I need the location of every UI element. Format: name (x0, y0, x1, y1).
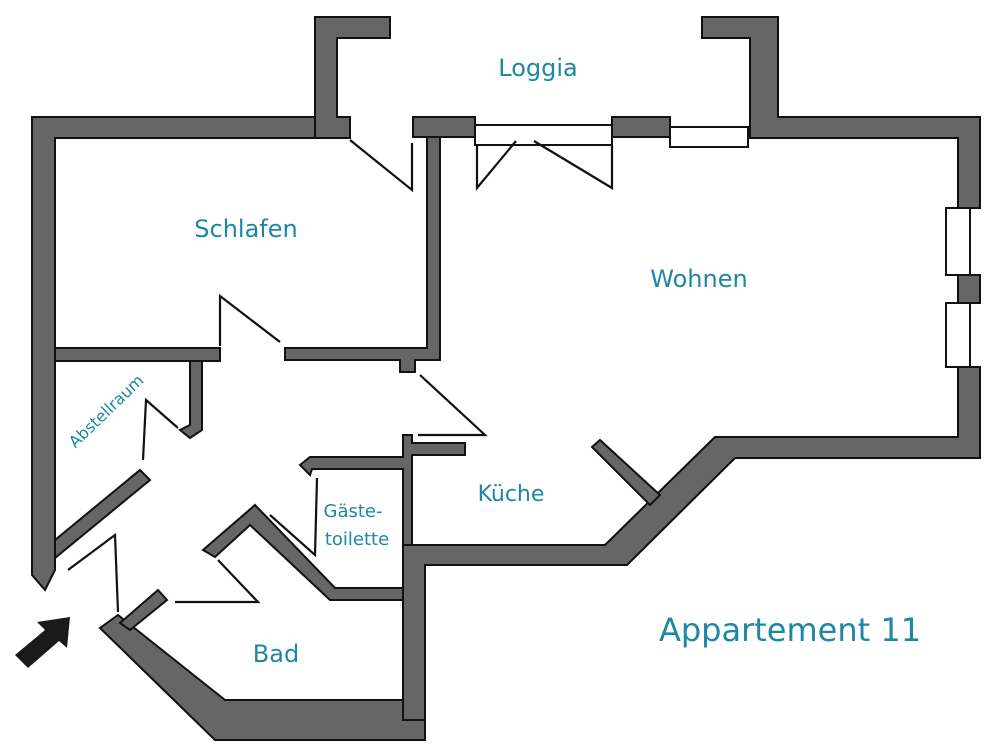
room-label-gaestetoilette-line1: Gäste- (324, 501, 383, 522)
wall-loggia-right-pillar (701, 16, 981, 209)
wall-wohnen-top-left (412, 116, 476, 138)
room-label-gaestetoilette-line2: toilette (325, 529, 389, 550)
wall-wohnen-top-mid (611, 116, 671, 138)
wall-abstellraum-diagonal (54, 468, 152, 561)
wall-abstellraum-right (178, 360, 203, 440)
window-wohnen-right-lower (945, 302, 971, 368)
room-label-bad: Bad (253, 640, 299, 668)
wall-schlafen-bottom-left (54, 347, 221, 362)
wall-bad-entrance-stub (118, 588, 169, 632)
wall-wohnen-right-pier (957, 274, 981, 304)
room-label-wohnen: Wohnen (650, 265, 747, 293)
room-label-kueche: Küche (478, 482, 545, 507)
door-loggia-left-leaf (475, 140, 517, 192)
window-wohnen-top (669, 126, 749, 148)
door-abstellraum (141, 397, 179, 461)
wall-gaestetoilette-top (298, 434, 466, 546)
door-loggia-right-leaf (533, 140, 614, 190)
door-entrance (67, 532, 120, 613)
door-gaestetoilette (269, 477, 319, 558)
wall-schlafen-right (284, 136, 441, 373)
door-bad (175, 559, 261, 604)
room-label-loggia: Loggia (498, 54, 577, 82)
window-loggia-door-frame (474, 124, 613, 146)
wall-bad-top-diagonal (201, 503, 404, 601)
door-schlafen-loggia (349, 139, 414, 193)
room-label-abstellraum: Abstellraum (65, 371, 148, 452)
room-label-schlafen: Schlafen (194, 215, 297, 243)
wall-kueche-counter (590, 438, 662, 507)
door-wohnen (418, 374, 488, 437)
entrance-arrow-icon (15, 617, 70, 668)
wall-bad-bottom (98, 613, 426, 741)
apartment-title: Appartement 11 (659, 611, 921, 649)
door-schlafen (218, 293, 281, 346)
wall-wohnen-right-bottom (402, 366, 981, 721)
wall-loggia-left-pillar (314, 16, 391, 139)
window-wohnen-right-upper (945, 207, 971, 276)
